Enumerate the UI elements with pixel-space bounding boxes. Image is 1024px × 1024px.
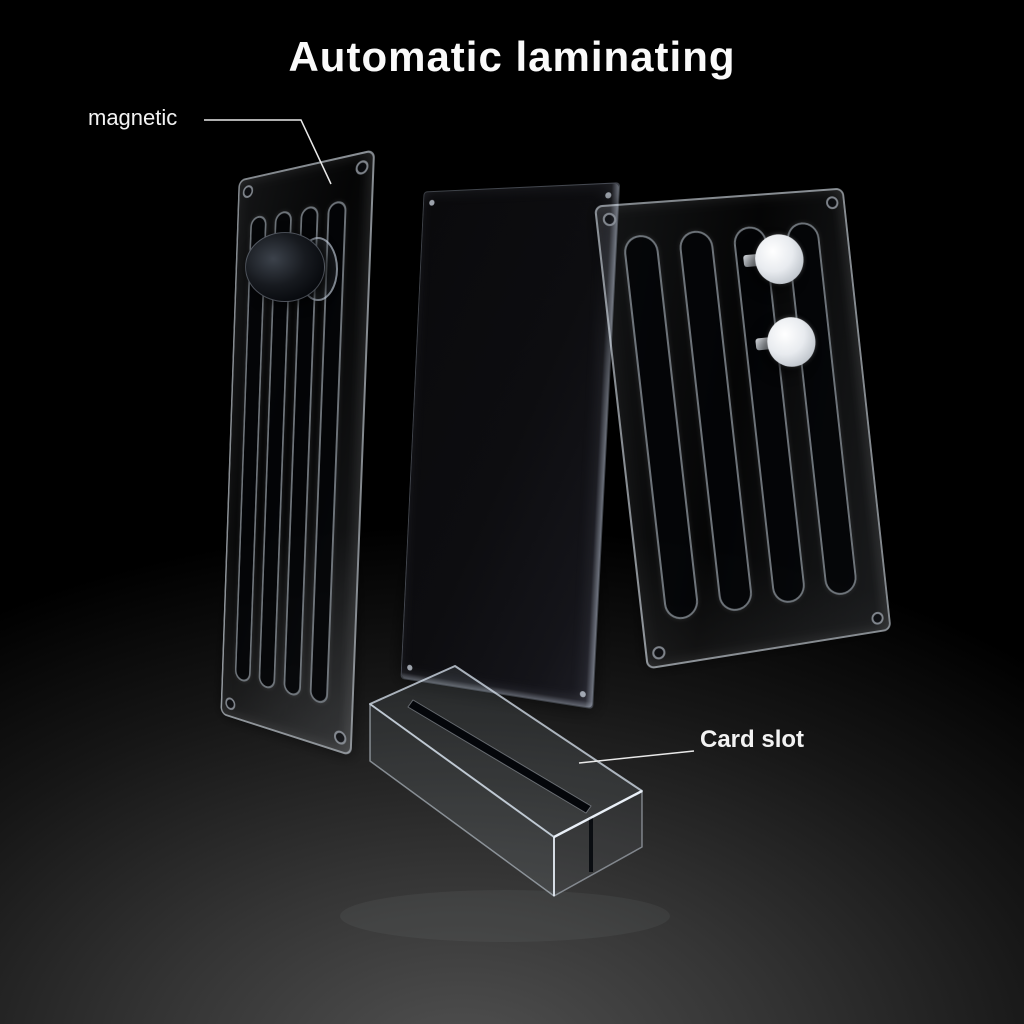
slotted-side-panel: [593, 187, 892, 670]
base-reflection: [340, 890, 670, 942]
card-slot-leader-line: [578, 750, 695, 764]
screw-hole: [333, 729, 347, 747]
screw-hole: [602, 212, 617, 227]
screw-hole: [651, 645, 667, 661]
screw-hole: [579, 690, 586, 698]
base-end-face: [553, 790, 643, 897]
screw-hole: [407, 664, 413, 671]
card-slot-base: [340, 665, 670, 942]
base-near-edge-highlight: [553, 789, 643, 839]
card-slot-label: Card slot: [700, 726, 805, 753]
screw-hole: [355, 159, 369, 176]
panel-edge-highlight: [401, 672, 593, 709]
screw-hole: [825, 195, 840, 210]
magnet-cylinder: [245, 232, 325, 302]
screw-hole: [429, 199, 435, 206]
screw-hole: [870, 611, 885, 626]
screw-hole: [242, 184, 254, 199]
screw-hole: [225, 696, 236, 712]
magnetic-label-backdrop: [64, 58, 204, 162]
magnetic-label: magnetic: [88, 105, 178, 130]
base-front-face: [369, 703, 555, 897]
cover-panel: [400, 182, 621, 710]
card-slot-groove: [407, 699, 592, 814]
page-title: Automatic laminating: [288, 33, 736, 80]
